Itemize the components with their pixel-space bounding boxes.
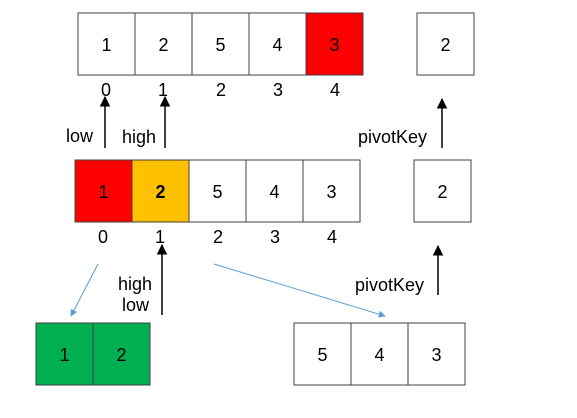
low-label: low bbox=[66, 126, 94, 146]
array-cell: 4 bbox=[245, 159, 304, 223]
index-label: 0 bbox=[101, 80, 111, 100]
index-label: 4 bbox=[330, 80, 340, 100]
cell-value: 3 bbox=[326, 182, 336, 202]
pivot-box-top: 2 bbox=[416, 12, 475, 76]
cell-value: 5 bbox=[317, 345, 327, 365]
pivot-box-middle: 2 bbox=[413, 159, 472, 223]
index-label: 0 bbox=[98, 227, 108, 247]
pivot-key-label-bottom: pivotKey bbox=[355, 275, 424, 295]
index-label: 2 bbox=[216, 80, 226, 100]
split-right-arrow bbox=[213, 263, 386, 318]
index-label: 1 bbox=[155, 227, 165, 247]
cell-value: 5 bbox=[215, 35, 225, 55]
top-indices: 0 1 2 3 4 bbox=[101, 80, 340, 100]
cell-value: 1 bbox=[59, 345, 69, 365]
cell-value: 1 bbox=[101, 35, 111, 55]
cell-value: 4 bbox=[269, 182, 279, 202]
cell-value: 2 bbox=[116, 345, 126, 365]
cell-value: 2 bbox=[158, 35, 168, 55]
array-cell: 1 bbox=[74, 159, 133, 223]
array-cell: 3 bbox=[305, 12, 364, 76]
index-label: 3 bbox=[273, 80, 283, 100]
low-label-bottom: low bbox=[122, 295, 150, 315]
array-cell: 3 bbox=[302, 159, 361, 223]
left-subarray: 1 2 bbox=[35, 322, 151, 386]
cell-value: 3 bbox=[431, 345, 441, 365]
high-label: high bbox=[122, 127, 156, 147]
array-cell: 4 bbox=[350, 322, 409, 386]
cell-value: 4 bbox=[374, 345, 384, 365]
cell-value: 5 bbox=[212, 182, 222, 202]
pivot-key-label-top: pivotKey bbox=[358, 127, 427, 147]
array-cell: 4 bbox=[248, 12, 307, 76]
index-label: 2 bbox=[213, 227, 223, 247]
array-cell: 5 bbox=[188, 159, 247, 223]
middle-array: 1 2 5 4 3 bbox=[74, 159, 361, 223]
cell-value: 1 bbox=[98, 182, 108, 202]
array-cell: 5 bbox=[293, 322, 352, 386]
array-cell: 1 bbox=[35, 322, 94, 386]
right-subarray: 5 4 3 bbox=[293, 322, 466, 386]
array-cell: 1 bbox=[77, 12, 136, 76]
cell-value: 3 bbox=[329, 35, 339, 55]
middle-indices: 0 1 2 3 4 bbox=[98, 227, 337, 247]
high-label-bottom: high bbox=[118, 274, 152, 294]
index-label: 4 bbox=[327, 227, 337, 247]
index-label: 1 bbox=[158, 80, 168, 100]
array-cell: 2 bbox=[134, 12, 193, 76]
pivot-value: 2 bbox=[437, 182, 447, 202]
cell-value: 2 bbox=[155, 182, 165, 202]
array-cell: 5 bbox=[191, 12, 250, 76]
cell-value: 4 bbox=[272, 35, 282, 55]
split-left-arrow bbox=[70, 263, 99, 317]
array-cell: 3 bbox=[407, 322, 466, 386]
array-cell: 2 bbox=[131, 159, 190, 223]
top-array: 1 2 5 4 3 bbox=[77, 12, 364, 76]
pivot-value: 2 bbox=[440, 35, 450, 55]
array-cell: 2 bbox=[92, 322, 151, 386]
index-label: 3 bbox=[270, 227, 280, 247]
